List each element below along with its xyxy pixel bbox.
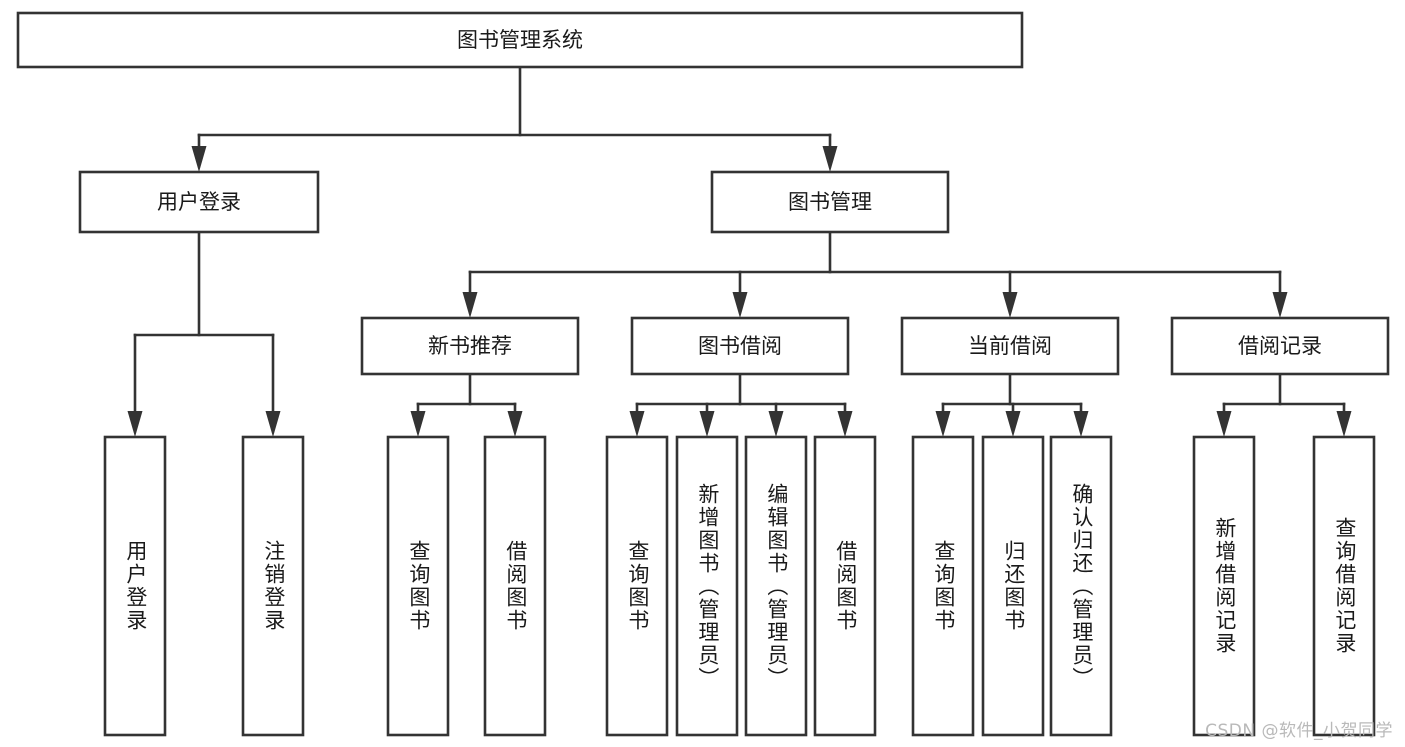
node-leaf (911, 435, 975, 737)
node-branch (78, 170, 320, 234)
node-label: 当前借阅 (968, 334, 1052, 358)
arrow-head (935, 411, 951, 437)
node-module (360, 316, 580, 376)
csdn-watermark: CSDN @软件_小贺同学 (1205, 721, 1393, 741)
node-leaf (744, 435, 808, 737)
node-leaf (1312, 435, 1376, 737)
arrow-head (1216, 411, 1232, 437)
node-leaf (103, 435, 167, 737)
node-leaf (675, 435, 739, 737)
arrow-head (191, 146, 207, 172)
arrow-head (1073, 411, 1089, 437)
node-leaf (241, 435, 305, 737)
node-leaf (981, 435, 1045, 737)
arrow-head (265, 411, 281, 437)
node-leaf (1049, 435, 1113, 737)
node-label: 用户登录 (157, 190, 241, 214)
arrow-head (1002, 292, 1018, 318)
arrow-head (822, 146, 838, 172)
node-leaf (813, 435, 877, 737)
arrow-head (629, 411, 645, 437)
arrow-head (837, 411, 853, 437)
arrow-head (1005, 411, 1021, 437)
arrow-head (768, 411, 784, 437)
node-leaf (386, 435, 450, 737)
node-module (1170, 316, 1390, 376)
node-module (630, 316, 850, 376)
arrow-head (127, 411, 143, 437)
node-leaf (483, 435, 547, 737)
node-leaf (605, 435, 669, 737)
connector-layer (127, 65, 1352, 437)
arrow-head (462, 292, 478, 318)
arrow-head (699, 411, 715, 437)
node-label: 图书管理系统 (457, 28, 583, 52)
node-branch (710, 170, 950, 234)
node-leaf (1192, 435, 1256, 737)
node-label: 图书管理 (788, 190, 872, 214)
arrow-head (732, 292, 748, 318)
arrow-head (410, 411, 426, 437)
arrow-head (1336, 411, 1352, 437)
node-module (900, 316, 1120, 376)
node-label: 新书推荐 (428, 334, 512, 358)
arrow-head (507, 411, 523, 437)
arrow-head (1272, 292, 1288, 318)
node-root (16, 11, 1024, 69)
node-label: 借阅记录 (1238, 334, 1322, 358)
node-box-layer (16, 11, 1390, 737)
node-label: 图书借阅 (698, 334, 782, 358)
